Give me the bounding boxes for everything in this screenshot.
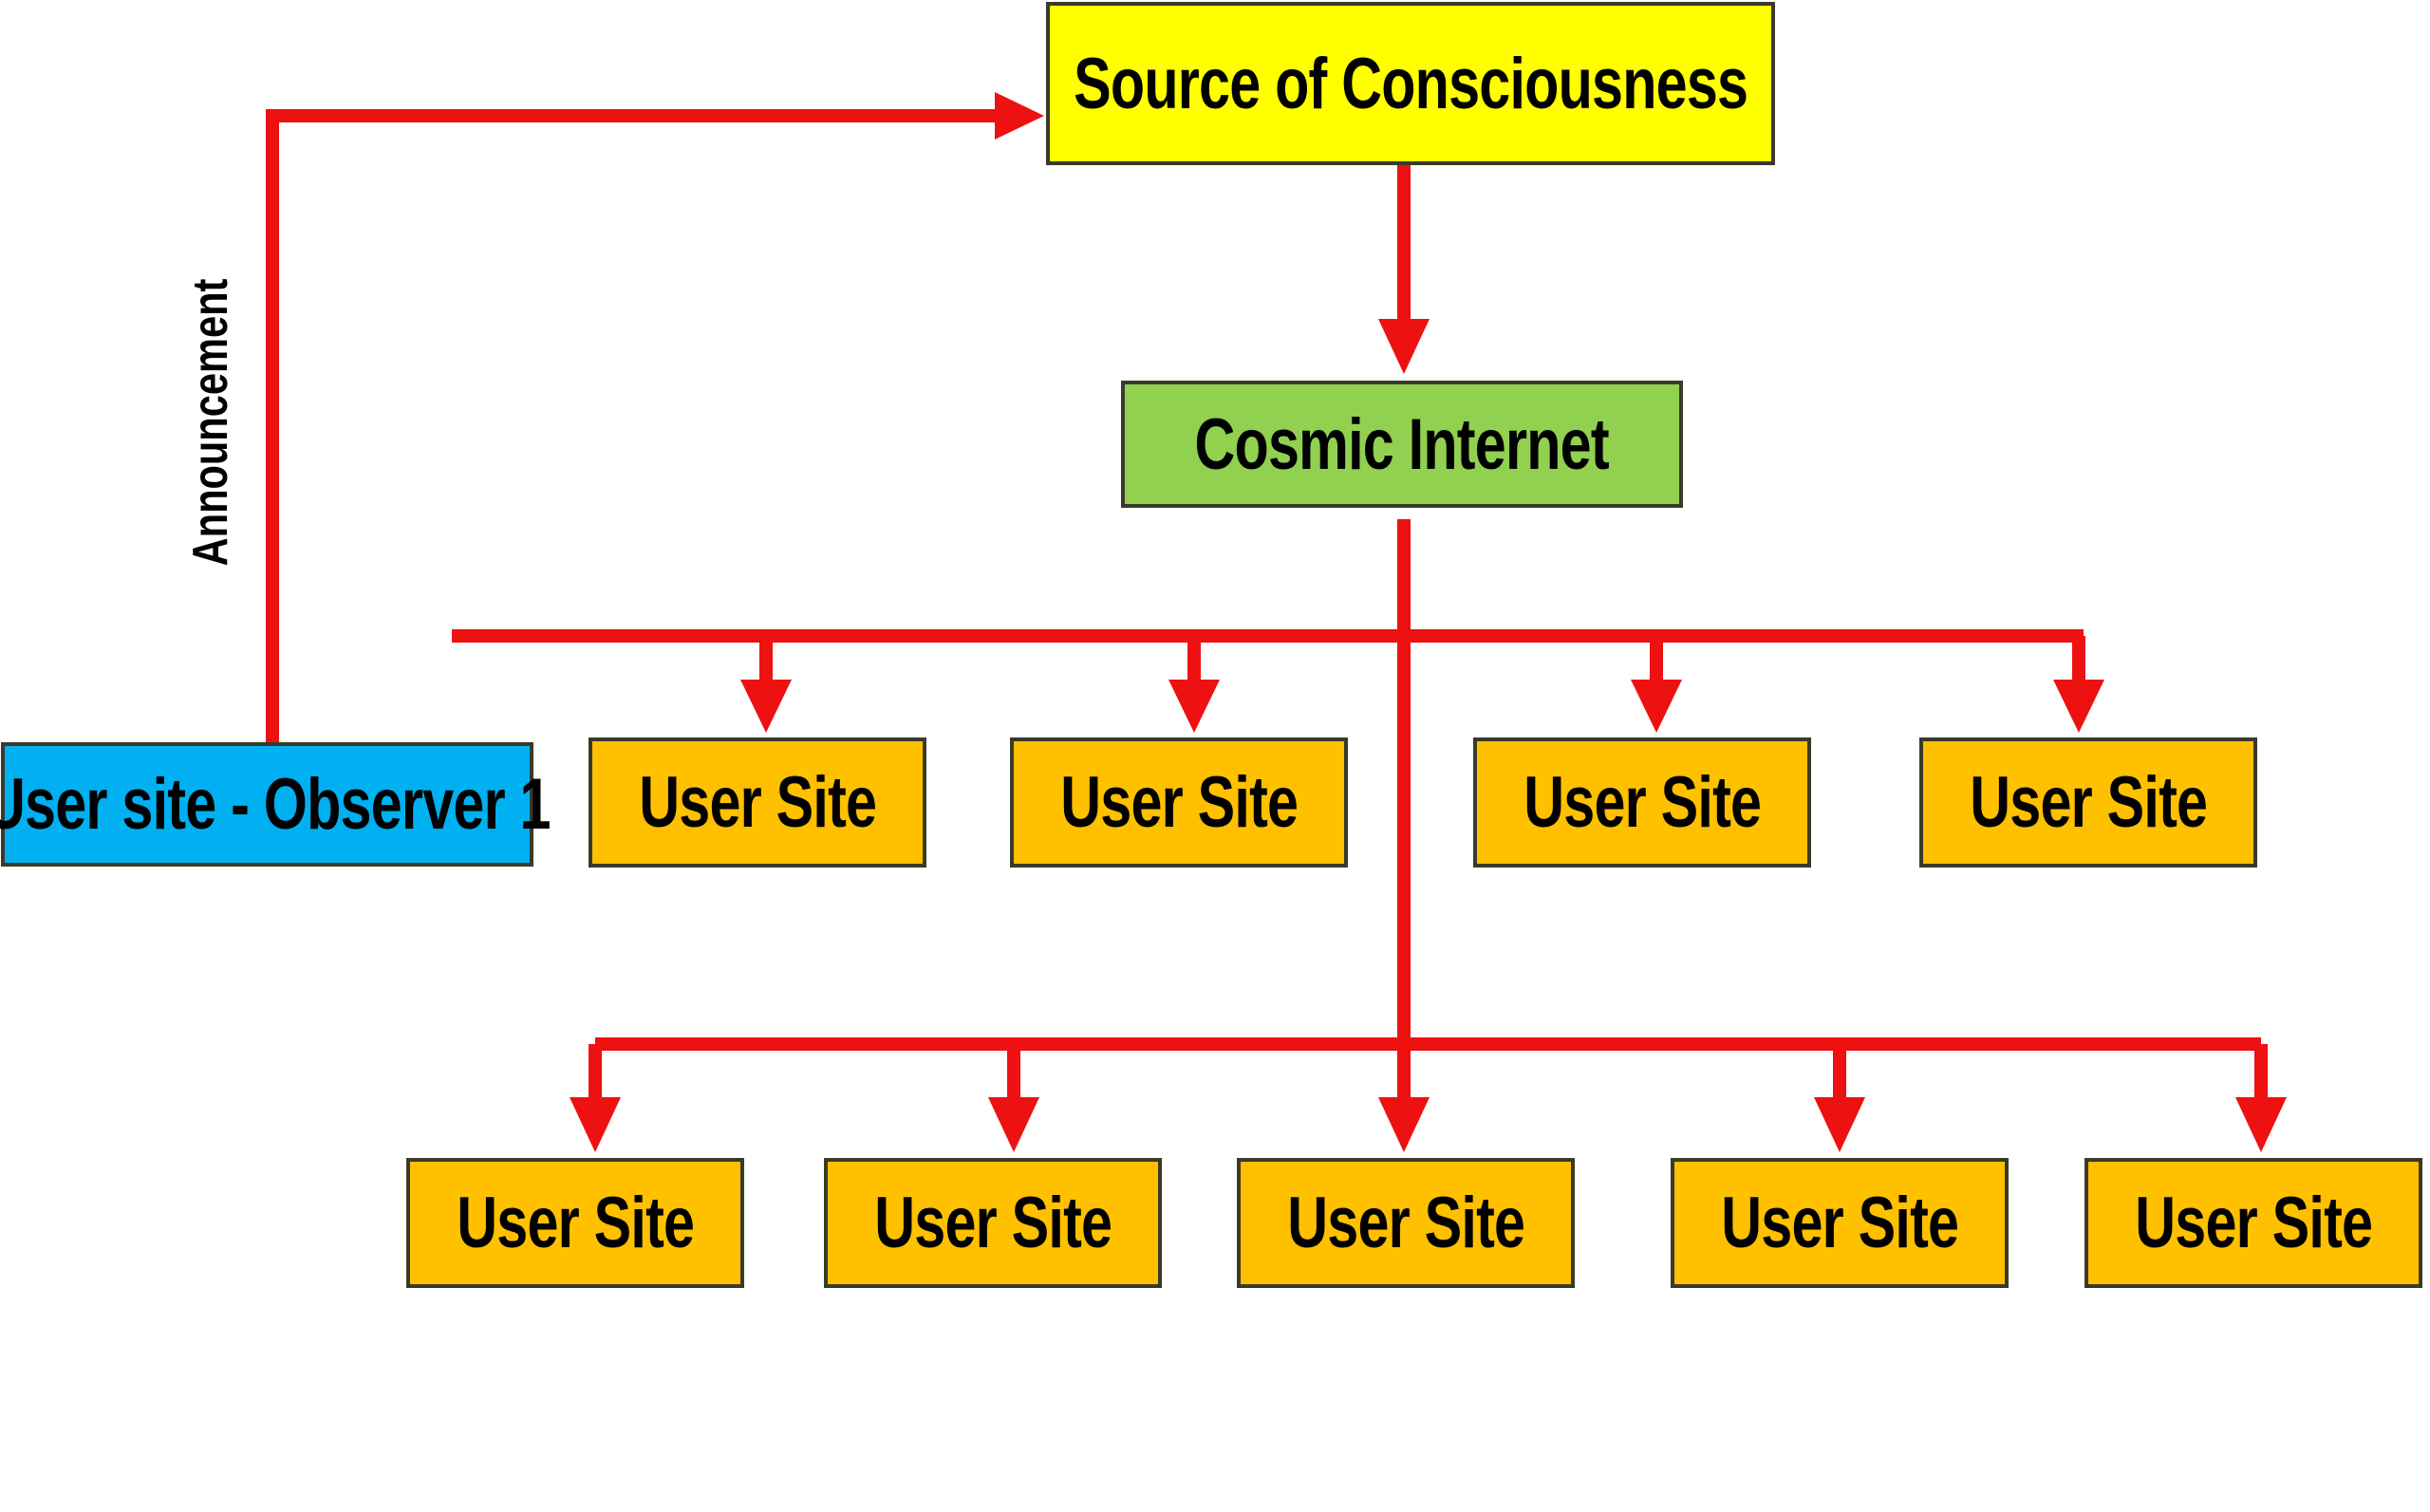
arrowhead-row1-3 xyxy=(1631,680,1682,733)
observer-label: User site - Observer 1 xyxy=(0,764,551,845)
arrowhead-row2-4 xyxy=(1814,1097,1865,1152)
user-site-label: User Site xyxy=(874,1183,1112,1263)
user-site-box: User Site xyxy=(1473,737,1811,868)
arrowhead-row1-4 xyxy=(2053,680,2104,733)
user-site-box: User Site xyxy=(2084,1158,2422,1288)
user-site-box: User Site xyxy=(1237,1158,1575,1288)
arrowhead-row2-1 xyxy=(570,1097,621,1152)
arrowhead-into-cosmic xyxy=(1378,319,1430,374)
user-site-box: User Site xyxy=(1010,737,1348,868)
user-site-label: User Site xyxy=(2135,1183,2373,1263)
user-site-label: User Site xyxy=(639,762,877,843)
announcement-connector xyxy=(266,109,997,742)
arrowhead-row2-3 xyxy=(1378,1097,1430,1152)
arrowhead-row1-1 xyxy=(740,680,792,733)
user-site-label: User Site xyxy=(1721,1183,1959,1263)
announcement-edge-label: Announcement xyxy=(182,243,239,602)
user-site-label: User Site xyxy=(457,1183,695,1263)
arrowhead-row2-2 xyxy=(988,1097,1039,1152)
cosmic-internet-box: Cosmic Internet xyxy=(1121,381,1683,508)
user-site-box: User Site xyxy=(824,1158,1162,1288)
user-site-box: User Site xyxy=(406,1158,744,1288)
announcement-text: Announcement xyxy=(183,278,238,567)
source-of-consciousness-box: Source of Consciousness xyxy=(1046,2,1775,165)
source-label: Source of Consciousness xyxy=(1073,43,1748,124)
arrowhead-row1-2 xyxy=(1168,680,1220,733)
user-site-box: User Site xyxy=(589,737,926,868)
user-site-box: User Site xyxy=(1671,1158,2009,1288)
arrowhead-into-source xyxy=(995,92,1044,140)
cosmic-label: Cosmic Internet xyxy=(1194,403,1610,485)
user-site-label: User Site xyxy=(1523,762,1762,843)
observer-user-site-box: User site - Observer 1 xyxy=(0,742,551,867)
user-site-box: User Site xyxy=(1919,737,2257,868)
user-site-label: User Site xyxy=(1970,762,2208,843)
arrowhead-row2-5 xyxy=(2235,1097,2287,1152)
user-site-label: User Site xyxy=(1287,1183,1525,1263)
user-site-label: User Site xyxy=(1060,762,1299,843)
